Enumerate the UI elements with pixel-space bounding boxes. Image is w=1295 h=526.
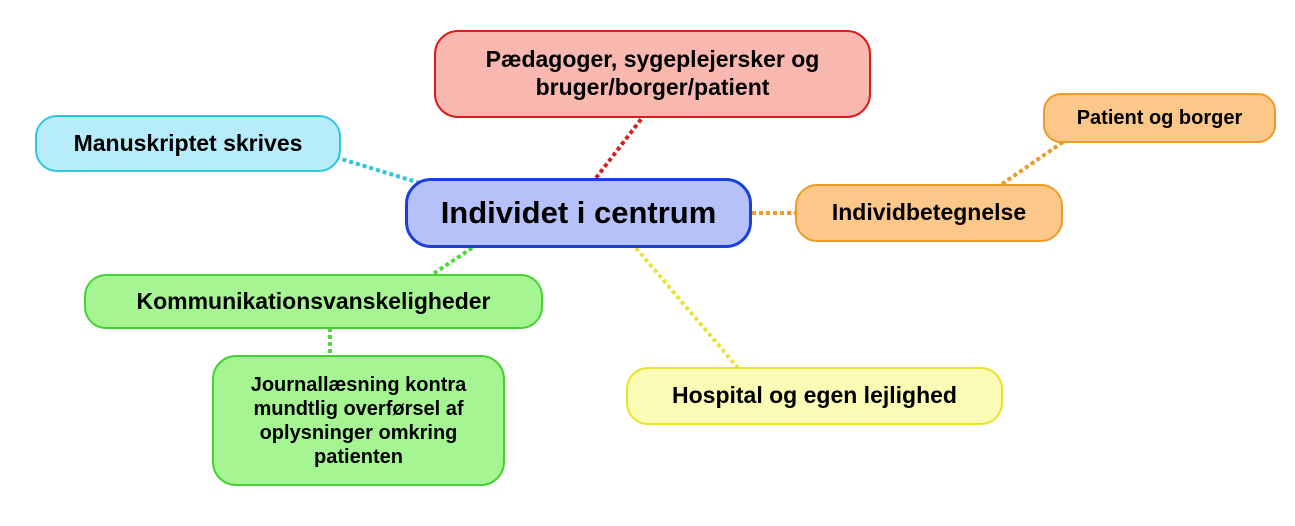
link-designation-patient: [1000, 138, 1068, 186]
manuscript-node-label: Manuskriptet skrives: [73, 129, 303, 156]
patient-citizen-node: Patient og borger: [1043, 93, 1276, 143]
link-center-hospital: [634, 246, 740, 370]
manuscript-node: Manuskriptet skrives: [35, 115, 341, 172]
record-reading-node: Journallæsning kontra mundtlig overførse…: [212, 355, 505, 486]
center-node: Individet i centrum: [405, 178, 752, 248]
communication-node: Kommunikationsvanskeligheder: [84, 274, 543, 329]
center-node-label: Individet i centrum: [440, 195, 717, 231]
hospital-node: Hospital og egen lejlighed: [626, 367, 1003, 425]
communication-node-label: Kommunikationsvanskeligheder: [136, 287, 491, 314]
designation-node: Individbetegnelse: [795, 184, 1063, 242]
link-center-communication: [428, 242, 480, 278]
link-center-staff: [594, 116, 644, 180]
staff-node-label: Pædagoger, sygeplejersker og bruger/borg…: [485, 46, 820, 100]
staff-node: Pædagoger, sygeplejersker og bruger/borg…: [434, 30, 871, 118]
patient-citizen-node-label: Patient og borger: [1076, 107, 1243, 129]
link-center-manuscript: [337, 156, 421, 185]
record-reading-node-label: Journallæsning kontra mundtlig overførse…: [250, 373, 467, 468]
hospital-node-label: Hospital og egen lejlighed: [672, 382, 957, 409]
designation-node-label: Individbetegnelse: [831, 199, 1027, 226]
